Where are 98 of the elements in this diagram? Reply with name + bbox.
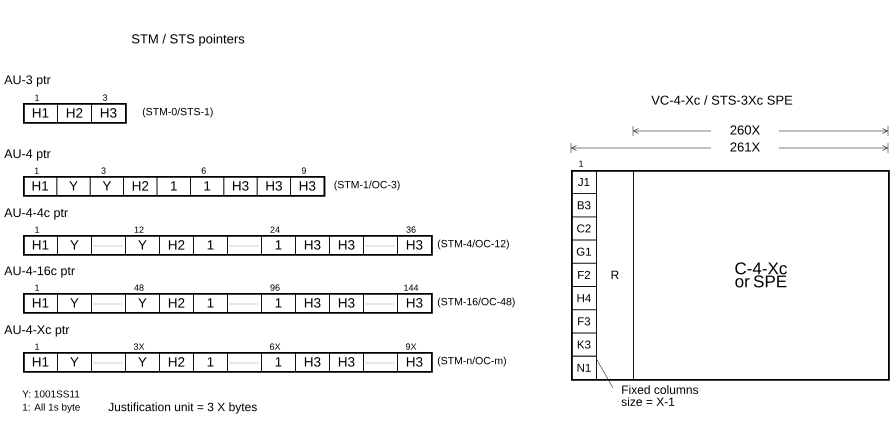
standard-label: (STM-16/OC-48) <box>438 298 515 308</box>
byte-cell: Y <box>56 176 91 196</box>
title: STM / STS pointers <box>132 34 244 46</box>
note-text: Justification unit = 3 X bytes <box>108 402 257 414</box>
byte-cell: Y <box>57 235 92 255</box>
overhead-cell: G1 <box>571 240 597 264</box>
note-text: 1: All 1s byte <box>22 403 80 413</box>
note-text: Fixed columns size = X-1 <box>622 385 698 406</box>
overhead-cell: J1 <box>571 170 597 194</box>
column-number: 96 <box>270 284 280 291</box>
byte-cell: 1 <box>261 293 296 313</box>
node-label: AU-3 ptr <box>4 75 51 87</box>
node-label: AU-4-16c ptr <box>4 266 75 278</box>
byte-cell: 1 <box>261 352 296 372</box>
column-number: 48 <box>134 284 144 291</box>
byte-cell: H2 <box>159 352 194 372</box>
ellipsis-cell <box>363 293 398 313</box>
spe-frame <box>571 170 890 381</box>
byte-cell: H3 <box>290 176 324 196</box>
column-number: 1 <box>35 226 40 233</box>
byte-cell: H1 <box>23 352 58 372</box>
byte-cell: H2 <box>123 176 158 196</box>
overhead-cell: B3 <box>571 193 597 218</box>
byte-cell: H3 <box>91 103 126 123</box>
column-number: 36 <box>406 226 416 233</box>
byte-cell: H1 <box>23 103 58 123</box>
column-number: 1 <box>35 344 40 350</box>
dimension-label: 261X <box>730 142 760 152</box>
byte-cell: H3 <box>397 235 432 255</box>
overhead-cell: F2 <box>571 262 597 287</box>
ellipsis-cell <box>363 235 398 255</box>
byte-cell: H2 <box>159 293 194 313</box>
column-number: 24 <box>270 226 280 233</box>
dimension-label: 260X <box>730 125 760 135</box>
column-number: 3 <box>101 167 106 174</box>
column-number: 1 <box>34 168 39 174</box>
overhead-cell: C2 <box>571 216 597 240</box>
byte-cell: H2 <box>57 103 92 123</box>
byte-cell: H3 <box>329 293 364 313</box>
byte-cell: H3 <box>256 176 291 196</box>
note-text: Y: 1001SS11 <box>22 390 80 398</box>
byte-cell: H3 <box>295 235 330 255</box>
ellipsis-cell <box>91 352 126 372</box>
standard-label: (STM-n/OC-m) <box>438 356 506 366</box>
column-number: 1 <box>35 94 40 101</box>
node-label: AU-4-4c ptr <box>4 208 68 220</box>
column-number: 144 <box>404 284 418 291</box>
byte-cell: H3 <box>223 176 258 196</box>
overhead-cell: N1 <box>571 356 597 380</box>
panel-title: VC-4-Xc / STS-3Xc SPE <box>651 95 792 105</box>
ellipsis-cell <box>227 352 262 372</box>
byte-cell: H3 <box>397 293 432 313</box>
byte-cell: H3 <box>329 352 364 372</box>
column-number: 1 <box>579 160 584 167</box>
overhead-cell: K3 <box>571 332 597 357</box>
byte-cell: H3 <box>295 352 330 372</box>
ellipsis-cell <box>227 235 262 255</box>
overhead-cell: F3 <box>571 309 597 334</box>
payload-area: C-4-Xc or SPE <box>633 170 889 380</box>
byte-cell: H3 <box>397 352 432 372</box>
byte-cell: 1 <box>193 235 228 255</box>
standard-label: (STM-4/OC-12) <box>438 240 509 250</box>
byte-cell: Y <box>90 176 124 196</box>
overhead-cell: H4 <box>571 286 597 310</box>
byte-cell: H3 <box>329 235 364 255</box>
byte-cell: H1 <box>23 235 58 255</box>
column-number: 3X <box>134 343 144 350</box>
byte-cell: Y <box>57 352 92 372</box>
ellipsis-cell <box>91 235 126 255</box>
byte-cell: Y <box>125 293 160 313</box>
column-number: 12 <box>134 226 144 233</box>
byte-cell: H1 <box>23 293 58 313</box>
column-number: 1 <box>35 284 40 291</box>
byte-cell: Y <box>57 293 92 313</box>
standard-label: (STM-1/OC-3) <box>334 180 400 190</box>
ellipsis-cell <box>91 293 126 313</box>
ellipsis-cell <box>227 293 262 313</box>
fixed-stuff-column: R <box>596 170 634 380</box>
byte-cell: 1 <box>193 293 228 313</box>
node-label: AU-4 ptr <box>4 149 51 161</box>
node-label: AU-4-Xc ptr <box>4 325 70 337</box>
byte-cell: 1 <box>156 176 191 196</box>
byte-cell: Y <box>125 352 160 372</box>
leader-line <box>596 360 614 388</box>
column-number: 9X <box>406 343 416 350</box>
byte-cell: Y <box>125 235 160 255</box>
column-number: 9 <box>302 167 306 174</box>
column-number: 6X <box>270 343 280 350</box>
standard-label: (STM-0/STS-1) <box>142 108 213 118</box>
column-number: 6 <box>202 167 206 174</box>
byte-cell: 1 <box>261 235 296 255</box>
byte-cell: H1 <box>23 176 58 196</box>
column-number: 3 <box>102 94 108 101</box>
byte-cell: 1 <box>190 176 224 196</box>
byte-cell: H2 <box>159 235 194 255</box>
byte-cell: H3 <box>295 293 330 313</box>
byte-cell: 1 <box>193 352 228 372</box>
ellipsis-cell <box>363 352 398 372</box>
